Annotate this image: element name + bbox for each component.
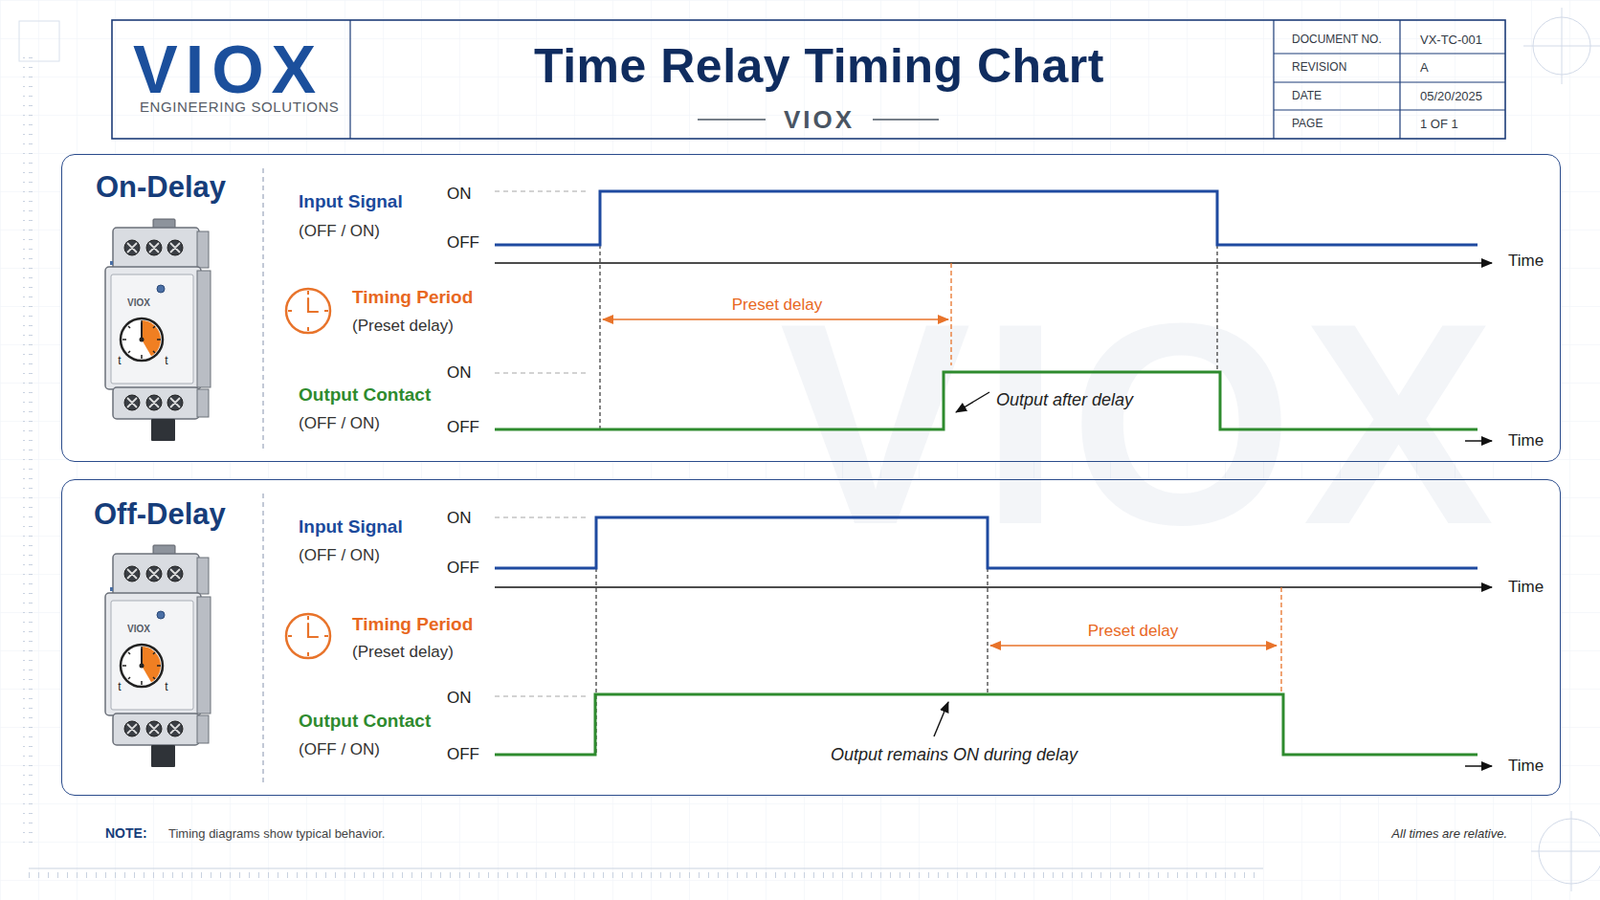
drawing-part — [141, 320, 161, 356]
time-axis — [494, 262, 1492, 265]
ruler — [22, 57, 33, 852]
signal-states: (Preset delay) — [352, 317, 454, 336]
axis-label: Time — [1508, 757, 1544, 777]
signal-states: (OFF / ON) — [298, 741, 380, 760]
level-label: ON — [446, 364, 472, 383]
clock-icon — [286, 288, 331, 334]
dial-mark: t — [164, 355, 168, 368]
drawing-part — [156, 285, 165, 293]
axis-label: Time — [1508, 578, 1544, 598]
drawing-part — [288, 290, 329, 332]
level-label: ON — [446, 185, 472, 204]
drawing-part — [110, 261, 113, 266]
table-cell: VX-TC-001 — [1420, 33, 1483, 47]
dial-mark: t — [117, 681, 121, 694]
table-cell: PAGE — [1291, 117, 1323, 131]
time-axis — [1465, 765, 1492, 768]
table-cell: 1 OF 1 — [1420, 117, 1459, 132]
logo-text: VIOX — [133, 33, 324, 108]
signal-states: (OFF / ON) — [298, 547, 380, 566]
level-label: OFF — [446, 234, 480, 253]
signal-states: (Preset delay) — [352, 644, 454, 663]
drawing-part — [122, 320, 161, 359]
drawing-part — [105, 266, 201, 390]
signal-name: Timing Period — [352, 615, 473, 636]
chart-title: Time Relay Timing Chart — [533, 40, 1105, 93]
dial-mark: t — [164, 681, 168, 694]
note-heading: NOTE: — [105, 826, 148, 842]
level-label: ON — [446, 510, 472, 529]
table-cell: A — [1420, 61, 1429, 75]
delay-label: Preset delay — [1088, 622, 1179, 642]
level-label: ON — [446, 689, 472, 709]
axis-label: Time — [1508, 252, 1544, 271]
delay-arrow — [602, 318, 949, 321]
signal-name: Timing Period — [352, 288, 473, 309]
table-cell: DOCUMENT NO. — [1291, 33, 1382, 46]
delay-label: Preset delay — [732, 296, 823, 315]
level-label: OFF — [446, 419, 480, 438]
table-cell: DATE — [1291, 89, 1322, 103]
drawing-part — [197, 231, 209, 268]
device-brand: VIOX — [127, 623, 151, 635]
time-axis — [494, 586, 1492, 589]
clock-icon — [286, 614, 331, 659]
crosshair — [1523, 7, 1600, 85]
header-frame — [111, 20, 1506, 139]
delay-arrow — [990, 644, 1277, 647]
axis-label: Time — [1508, 432, 1544, 451]
drawing-part — [111, 274, 194, 384]
drawing-part — [139, 337, 145, 343]
signal-name: Output Contact — [298, 385, 431, 406]
watermark: VIOX — [779, 266, 1505, 582]
panel-heading: On-Delay — [95, 171, 226, 204]
drawing-part — [308, 298, 318, 312]
drawing-part — [127, 398, 180, 408]
crosshair — [1531, 811, 1600, 892]
drawing-part — [112, 387, 200, 420]
drawing-part — [112, 227, 200, 271]
drawing-part — [140, 322, 143, 340]
signal-states: (OFF / ON) — [298, 222, 380, 242]
signal-name: Input Signal — [298, 517, 403, 538]
note-text: All times are relative. — [1391, 827, 1508, 842]
device-brand: VIOX — [127, 297, 151, 309]
ruler-line — [28, 868, 1264, 870]
note-text: Timing diagrams show typical behavior. — [168, 827, 385, 842]
table-cell: 05/20/2025 — [1420, 89, 1483, 104]
relay-illustration — [105, 545, 211, 768]
table-cell: REVISION — [1291, 61, 1347, 74]
signal-states: (OFF / ON) — [298, 415, 380, 434]
drawing-part — [197, 389, 209, 418]
subtitle-logo: VIOX — [783, 106, 855, 134]
signal-name: Output Contact — [298, 711, 431, 733]
relay-illustration — [105, 219, 211, 442]
signal-name: Input Signal — [298, 192, 403, 213]
drawing-part — [120, 318, 163, 361]
ruler — [28, 868, 1264, 879]
drawing-part — [197, 270, 211, 388]
drawing-part — [127, 243, 180, 253]
dial-mark: t — [117, 355, 121, 368]
time-axis — [1465, 440, 1492, 443]
logo-tagline: ENGINEERING SOLUTIONS — [139, 99, 339, 116]
title-block-lines — [350, 20, 1506, 139]
level-label: OFF — [446, 559, 480, 578]
callout-text: Output after delay — [996, 391, 1134, 411]
panel-heading: Off-Delay — [93, 498, 226, 532]
drawing-part — [286, 288, 331, 334]
callout-text: Output remains ON during delay — [830, 746, 1078, 766]
level-label: OFF — [446, 746, 480, 765]
drawing-part — [151, 419, 176, 442]
logo-cell: VIOXENGINEERING SOLUTIONS — [111, 20, 351, 139]
corner-mark — [19, 21, 60, 62]
